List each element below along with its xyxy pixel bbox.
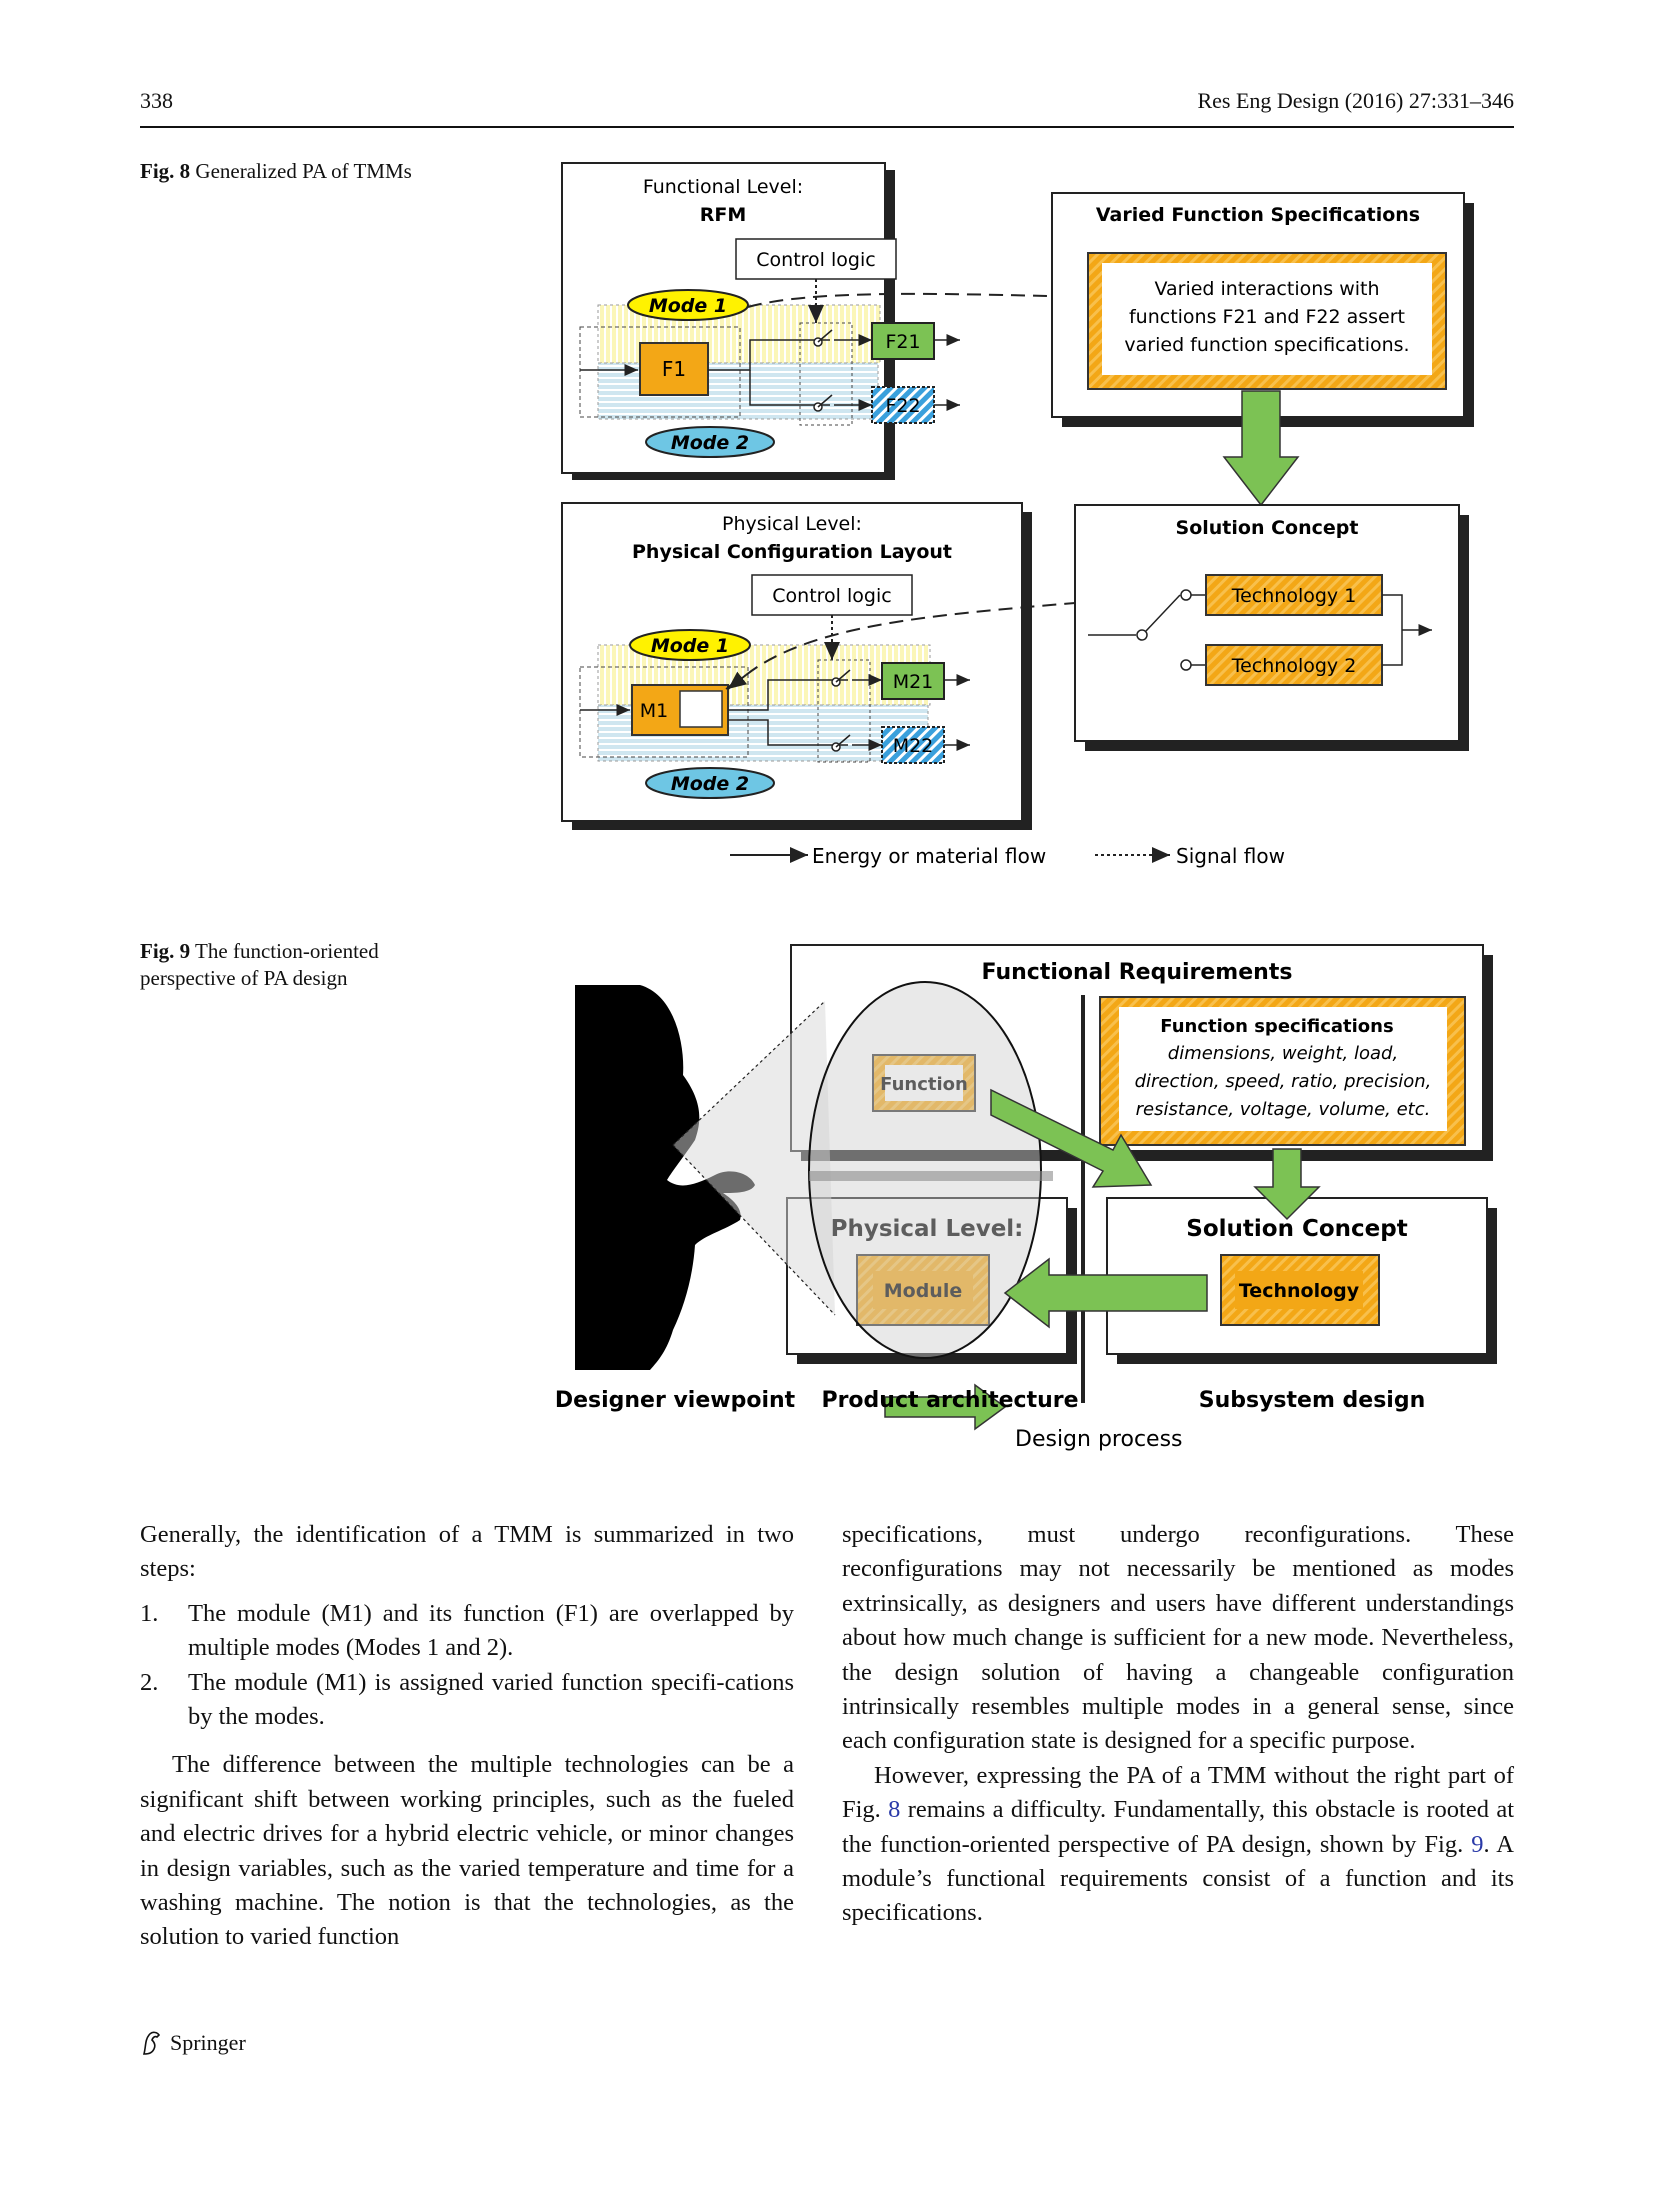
fig9-spec-line1: dimensions, weight, load, xyxy=(1168,1043,1398,1064)
fig8-m1: M1 xyxy=(640,700,668,722)
fig9-module: Module xyxy=(884,1280,963,1302)
journal-reference: Res Eng Design (2016) 27:331–346 xyxy=(1197,88,1514,113)
fig9-subsystem-design: Subsystem design xyxy=(1199,1388,1426,1413)
step-item: 1. The module (M1) and its function (F1) … xyxy=(140,1597,794,1666)
fig9-function: Function xyxy=(880,1074,968,1095)
fig8-caption-text: Generalized PA of TMMs xyxy=(195,159,412,183)
fig8-varied-line2: functions F21 and F22 assert xyxy=(1129,306,1405,328)
left-column: Generally, the identification of a TMM i… xyxy=(140,1518,794,1955)
fig9-spec-title: Function specifications xyxy=(1160,1016,1393,1037)
fig9-caption: Fig. 9 The function-oriented perspective… xyxy=(140,938,450,992)
fig9-spec-line2: direction, speed, ratio, precision, xyxy=(1135,1071,1432,1092)
fig8-physical-config: Physical Configuration Layout xyxy=(632,541,952,563)
fig8-control-logic: Control logic xyxy=(756,249,875,271)
fig8-caption-label: Fig. 8 xyxy=(140,159,191,183)
right-para2-c: . A module’s functional requirements con… xyxy=(842,1830,1514,1927)
fig8-mode1-phys: Mode 1 xyxy=(651,635,729,657)
right-column: specifications, must undergo reconfigura… xyxy=(842,1518,1514,1931)
fig9-product-architecture: Product architecture xyxy=(821,1388,1078,1413)
fig8-reference-link[interactable]: 8 xyxy=(888,1796,901,1824)
fig8-control-logic-2: Control logic xyxy=(772,585,891,607)
left-intro: Generally, the identification of a TMM i… xyxy=(140,1521,794,1583)
page-number: 338 xyxy=(140,88,173,113)
fig9-caption-text: The function-oriented perspective of PA … xyxy=(140,939,379,990)
fig8-mode2-phys: Mode 2 xyxy=(671,773,749,795)
footer: Springer xyxy=(140,2030,246,2056)
fig8-tech2: Technology 2 xyxy=(1231,655,1357,677)
fig8-mode2: Mode 2 xyxy=(671,432,749,454)
fig8-f21: F21 xyxy=(885,331,920,353)
fig8-f22: F22 xyxy=(885,395,920,417)
fig9-functional-requirements: Functional Requirements xyxy=(982,960,1293,985)
step-text: The module (M1) and its function (F1) ar… xyxy=(188,1599,794,1662)
right-paragraph-2: However, expressing the PA of a TMM with… xyxy=(842,1759,1514,1931)
fig8-varied-line3: varied function specifications. xyxy=(1124,334,1409,356)
step-item: 2. The module (M1) is assigned varied fun… xyxy=(140,1666,794,1735)
step-number: 2. xyxy=(140,1668,159,1696)
fig8-mode1: Mode 1 xyxy=(649,295,727,317)
fig8-tech1: Technology 1 xyxy=(1231,585,1357,607)
fig9-design-process: Design process xyxy=(1015,1427,1183,1452)
fig9-spec-line3: resistance, voltage, volume, etc. xyxy=(1136,1099,1431,1120)
fig8-m21: M21 xyxy=(893,671,934,693)
fig8-varied-line1: Varied interactions with xyxy=(1154,278,1379,300)
fig8-varied-title: Varied Function Specifications xyxy=(1096,204,1420,226)
fig9-caption-label: Fig. 9 xyxy=(140,939,191,963)
step-text: The module (M1) is assigned varied funct… xyxy=(188,1668,794,1731)
step-number: 1. xyxy=(140,1599,159,1627)
fig8-rfm: RFM xyxy=(700,204,747,226)
fig8-legend-signal: Signal flow xyxy=(1176,844,1285,868)
fig8-physical-level: Physical Level: xyxy=(722,513,862,535)
fig8-solution-title: Solution Concept xyxy=(1176,517,1359,539)
step-list: 1. The module (M1) and its function (F1) … xyxy=(140,1597,794,1735)
fig8-m22: M22 xyxy=(893,735,934,757)
fig8-f1: F1 xyxy=(662,357,686,381)
fig9-physical-level: Physical Level: xyxy=(831,1216,1024,1242)
fig8-functional-level: Functional Level: xyxy=(643,176,803,198)
springer-horse-icon xyxy=(142,2031,161,2055)
fig9-designer-viewpoint: Designer viewpoint xyxy=(555,1388,796,1413)
fig8-legend-energy: Energy or material flow xyxy=(812,844,1046,868)
left-paragraph-2: The difference between the multiple tech… xyxy=(140,1751,794,1951)
fig9-spec-colon: : xyxy=(1363,1016,1369,1037)
header-rule xyxy=(140,126,1514,128)
fig8-caption: Fig. 8 Generalized PA of TMMs xyxy=(140,158,450,185)
right-para2-b: remains a difficulty. Fundamentally, thi… xyxy=(842,1796,1514,1858)
fig9-diagram: Functional Requirements Function Functio… xyxy=(555,944,1497,1452)
fig9-technology: Technology xyxy=(1239,1280,1360,1302)
fig8-diagram: Functional Level: RFM Control logic F1 M… xyxy=(561,162,1474,868)
springer-logo-text: Springer xyxy=(170,2030,246,2055)
right-paragraph-1: specifications, must undergo reconfigura… xyxy=(842,1521,1514,1755)
right-para2-a: However, expressing the PA of a TMM with… xyxy=(842,1761,1514,1824)
fig9-reference-link[interactable]: 9 xyxy=(1471,1830,1484,1858)
fig9-solution-concept: Solution Concept xyxy=(1186,1216,1407,1242)
